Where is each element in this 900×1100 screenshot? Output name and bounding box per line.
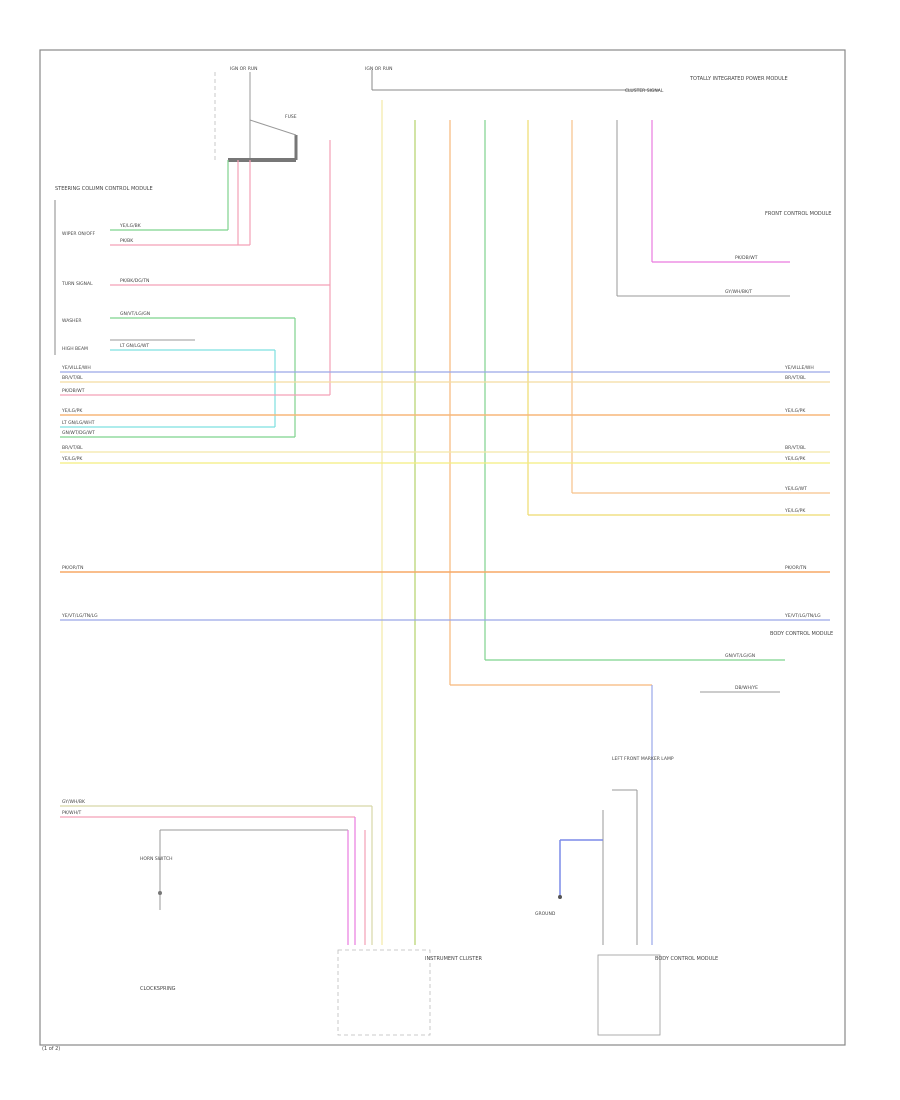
svg-text:GY/WH/BK: GY/WH/BK xyxy=(62,799,86,805)
svg-text:HIGH BEAM: HIGH BEAM xyxy=(62,346,88,352)
svg-text:YE/LG/WT: YE/LG/WT xyxy=(784,486,807,492)
svg-text:YE/VT/LG/TN/LG: YE/VT/LG/TN/LG xyxy=(784,613,821,619)
svg-text:PK/DB/WT: PK/DB/WT xyxy=(735,255,758,261)
svg-text:BR/VT/BL: BR/VT/BL xyxy=(62,375,83,381)
junction-block xyxy=(228,119,298,162)
corner-label: (1 of 2) xyxy=(42,1046,60,1052)
svg-text:YE/LG/PK: YE/LG/PK xyxy=(784,408,806,414)
top-bus-label: CLUSTER SIGNAL xyxy=(625,88,664,94)
svg-text:PK/OR/TN: PK/OR/TN xyxy=(785,565,806,571)
svg-text:WIPER ON/OFF: WIPER ON/OFF xyxy=(62,231,95,237)
diagram-border xyxy=(39,49,846,1046)
svg-text:YE/VILLE/WH: YE/VILLE/WH xyxy=(61,365,91,371)
right-module-wires: PK/DB/WT GY/WH/BK/T FRONT CONTROL MODULE xyxy=(617,211,831,297)
svg-text:GN/WT/DG/WT: GN/WT/DG/WT xyxy=(62,430,95,436)
svg-text:TURN SIGNAL: TURN SIGNAL xyxy=(61,281,93,287)
svg-text:YE/LG/PK: YE/LG/PK xyxy=(784,508,806,514)
svg-text:BODY CONTROL MODULE: BODY CONTROL MODULE xyxy=(770,631,833,637)
svg-text:INSTRUMENT CLUSTER: INSTRUMENT CLUSTER xyxy=(425,956,483,962)
signal-columns xyxy=(381,100,653,945)
svg-text:BODY CONTROL MODULE: BODY CONTROL MODULE xyxy=(655,956,718,962)
top-connector-2: IGN OR RUN xyxy=(365,66,393,72)
top-connector-1: IGN OR RUN xyxy=(214,66,258,160)
fuse-label: FUSE xyxy=(285,114,297,120)
svg-text:PK/DB/WT: PK/DB/WT xyxy=(62,388,85,394)
svg-text:IGN OR RUN: IGN OR RUN xyxy=(230,66,258,72)
left-module-wires: YE/LG/BK PK/BK PK/BK/DG/TN GN/VT/LG/GN L… xyxy=(110,223,330,351)
svg-text:LT GN/LG/WHT: LT GN/LG/WHT xyxy=(62,420,95,426)
svg-text:GN/VT/LG/GN: GN/VT/LG/GN xyxy=(120,311,150,317)
left-pin-wires xyxy=(227,160,251,245)
svg-text:BR/VT/BL: BR/VT/BL xyxy=(785,375,806,381)
svg-text:DB/WH/YE: DB/WH/YE xyxy=(735,685,758,691)
svg-text:IGN OR RUN: IGN OR RUN xyxy=(365,66,393,72)
svg-text:YE/LG/PK: YE/LG/PK xyxy=(61,408,83,414)
svg-text:STEERING COLUMN CONTROL MODULE: STEERING COLUMN CONTROL MODULE xyxy=(55,186,153,192)
svg-text:PK/OR/TN: PK/OR/TN xyxy=(62,565,83,571)
svg-text:GN/VT/LG/GN: GN/VT/LG/GN xyxy=(725,653,755,659)
svg-text:PK/BK: PK/BK xyxy=(120,238,134,244)
svg-text:BR/VT/BL: BR/VT/BL xyxy=(62,445,83,451)
svg-text:GY/WH/BK/T: GY/WH/BK/T xyxy=(725,289,752,295)
top-bus-group: CLUSTER SIGNAL TOTALLY INTEGRATED POWER … xyxy=(371,70,788,94)
lower-left-component: HORN SWITCH CLOCKSPRING xyxy=(140,856,176,992)
green-cyan-loops xyxy=(274,140,331,437)
svg-text:LEFT FRONT MARKER LAMP: LEFT FRONT MARKER LAMP xyxy=(612,756,674,762)
left-module: STEERING COLUMN CONTROL MODULE WIPER ON/… xyxy=(54,186,153,355)
svg-text:YE/VILLE/WH: YE/VILLE/WH xyxy=(784,365,814,371)
svg-text:YE/LG/BK: YE/LG/BK xyxy=(119,223,142,229)
svg-text:FRONT CONTROL MODULE: FRONT CONTROL MODULE xyxy=(765,211,831,217)
lower-right-component: LEFT FRONT MARKER LAMP GROUND BODY CONTR… xyxy=(535,756,718,1036)
svg-text:YE/VT/LG/TN/LG: YE/VT/LG/TN/LG xyxy=(61,613,98,619)
svg-text:YE/LG/PK: YE/LG/PK xyxy=(61,456,83,462)
svg-text:BR/VT/BL: BR/VT/BL xyxy=(785,445,806,451)
svg-text:GROUND: GROUND xyxy=(535,911,556,917)
svg-text:CLOCKSPRING: CLOCKSPRING xyxy=(140,986,176,992)
svg-text:PK/WH/T: PK/WH/T xyxy=(62,810,82,816)
svg-text:PK/BK/DG/TN: PK/BK/DG/TN xyxy=(120,278,149,284)
svg-text:HORN SWITCH: HORN SWITCH xyxy=(140,856,173,862)
lower-right-routing: GN/VT/LG/GN BODY CONTROL MODULE DB/WH/YE xyxy=(450,631,833,945)
lower-mid-module: INSTRUMENT CLUSTER xyxy=(337,949,483,1036)
top-right-module-label: TOTALLY INTEGRATED POWER MODULE xyxy=(689,76,788,82)
svg-text:YE/LG/PK: YE/LG/PK xyxy=(784,456,806,462)
svg-text:LT GN/LG/WT: LT GN/LG/WT xyxy=(120,343,149,349)
horizontal-bus: YE/VILLE/WH YE/VILLE/WH BR/VT/BL BR/VT/B… xyxy=(60,365,830,621)
bottom-wires: GY/WH/BK PK/WH/T xyxy=(60,799,383,945)
svg-text:WASHER: WASHER xyxy=(62,318,82,324)
